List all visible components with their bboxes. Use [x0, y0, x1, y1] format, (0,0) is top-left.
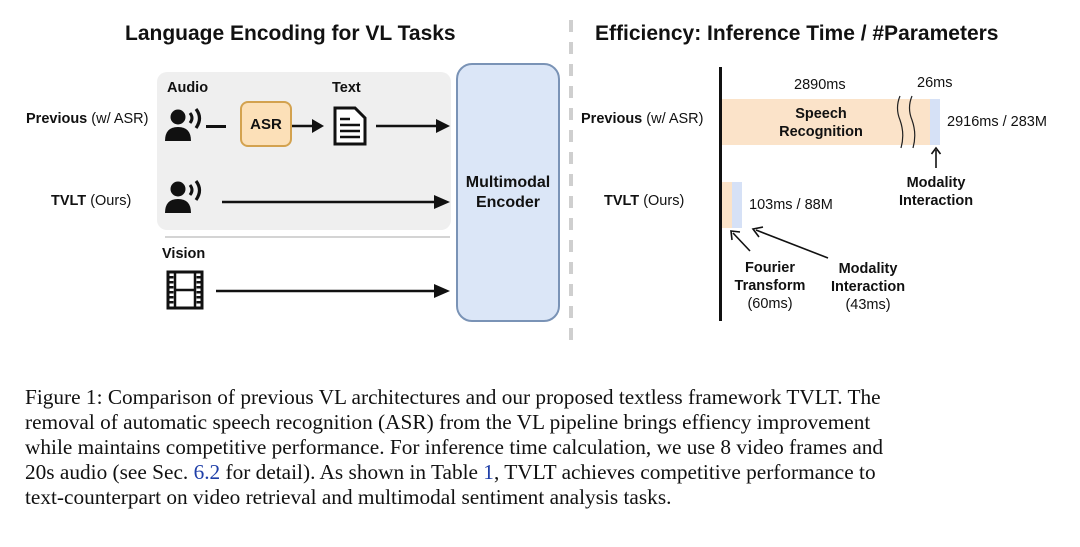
- axis-break-icon: [896, 95, 916, 149]
- interaction-time-label-previous: 26ms: [917, 75, 953, 91]
- row-label-rest: (w/ ASR): [642, 111, 704, 127]
- row-label-rest: (w/ ASR): [87, 111, 149, 127]
- asr-time-label: 2890ms: [794, 77, 846, 93]
- separator-dash: [569, 152, 573, 164]
- caption-line: Figure 1: Comparison of previous VL arch…: [25, 385, 881, 409]
- film-strip-icon: [166, 270, 204, 310]
- audio-panel-background: [157, 72, 451, 230]
- arrow-to-interaction-icon: [751, 226, 829, 259]
- arrow-up-icon: [930, 146, 942, 168]
- separator-dash: [569, 306, 573, 318]
- arrow-text-to-encoder: [376, 119, 450, 133]
- panel-divider-line: [165, 236, 450, 238]
- fourier-label-line1: Fourier: [745, 260, 795, 276]
- bar-modality-interaction-previous: [930, 99, 940, 145]
- vision-label: Vision: [162, 246, 206, 262]
- arrow-to-fourier-icon: [730, 230, 751, 252]
- separator-dash: [569, 284, 573, 296]
- interaction-label-line1: Modality: [838, 261, 898, 277]
- text-label: Text: [332, 80, 361, 96]
- speech-label-line2: Recognition: [779, 124, 863, 140]
- left-panel-title: Language Encoding for VL Tasks: [125, 22, 456, 45]
- row-label-bold: Previous: [26, 111, 88, 127]
- row-label-bold: TVLT: [604, 193, 640, 209]
- separator-dash: [569, 174, 573, 186]
- row-label-previous-right: Previous (w/ ASR): [581, 111, 703, 127]
- arrow-vision-to-encoder: [216, 284, 450, 298]
- caption-line: 20s audio (see Sec. 6.2 for detail). As …: [25, 460, 1065, 485]
- caption-text: , TVLT achieves competitive performance …: [493, 460, 876, 484]
- separator-dash: [569, 240, 573, 252]
- speaker-person-icon: [165, 180, 202, 213]
- time-axis-line: [719, 67, 722, 321]
- row-label-rest: (Ours): [86, 193, 132, 209]
- caption-text: 20s audio (see Sec.: [25, 460, 194, 484]
- previous-total-label: 2916ms / 283M: [947, 114, 1047, 130]
- separator-dash: [569, 262, 573, 274]
- right-panel-title: Efficiency: Inference Time / #Parameters: [595, 22, 999, 45]
- separator-dash: [569, 20, 573, 32]
- separator-dash: [569, 196, 573, 208]
- bar-modality-interaction-tvlt: [732, 182, 742, 228]
- separator-dash: [569, 86, 573, 98]
- fourier-label-line2: Transform: [734, 278, 806, 294]
- encoder-label-line2: Encoder: [475, 193, 540, 211]
- figure-caption: Figure 1: Comparison of previous VL arch…: [25, 385, 1065, 510]
- multimodal-encoder-box: Multimodal Encoder: [456, 63, 560, 322]
- bar-fourier-transform: [722, 182, 732, 228]
- modality-interaction-label-tvlt: Modality Interaction (43ms): [823, 260, 913, 314]
- interaction-label-line2: Interaction: [830, 279, 906, 295]
- row-label-bold: TVLT: [51, 193, 87, 209]
- audio-label: Audio: [167, 80, 209, 96]
- row-label-rest: (Ours): [639, 193, 685, 209]
- asr-box: ASR: [240, 101, 292, 147]
- tvlt-total-label: 103ms / 88M: [749, 197, 833, 213]
- bar-speech-recognition: [722, 99, 930, 145]
- interaction-label-line1: Modality: [906, 175, 966, 191]
- document-icon: [333, 106, 367, 146]
- caption-line: while maintains competitive performance.…: [25, 435, 884, 459]
- speaker-person-icon: [165, 108, 202, 141]
- separator-dash: [569, 64, 573, 76]
- separator-dash: [569, 108, 573, 120]
- interaction-label-line2: Interaction: [898, 193, 974, 209]
- speech-label-line1: Speech: [795, 106, 847, 122]
- row-label-tvlt-right: TVLT (Ours): [604, 193, 684, 209]
- row-label-tvlt: TVLT (Ours): [51, 193, 131, 209]
- separator-dash: [569, 218, 573, 230]
- section-link[interactable]: 6.2: [193, 460, 221, 484]
- connector-line: [206, 125, 226, 128]
- speech-recognition-label: Speech Recognition: [776, 105, 866, 141]
- table-link[interactable]: 1: [483, 460, 494, 484]
- separator-dash: [569, 328, 573, 340]
- modality-interaction-label-previous: Modality Interaction: [891, 174, 981, 210]
- separator-dash: [569, 130, 573, 142]
- arrow-audio-to-encoder: [222, 195, 450, 209]
- encoder-label-line1: Multimodal: [465, 173, 551, 191]
- fourier-time: (60ms): [747, 296, 793, 312]
- caption-text: for detail). As shown in Table: [220, 460, 484, 484]
- interaction-time: (43ms): [845, 297, 891, 313]
- arrow-asr-to-text: [292, 119, 324, 133]
- separator-dash: [569, 42, 573, 54]
- row-label-bold: Previous: [581, 111, 643, 127]
- caption-line: text-counterpart on video retrieval and …: [25, 485, 672, 509]
- fourier-transform-label: Fourier Transform (60ms): [727, 259, 813, 313]
- caption-line: removal of automatic speech recognition …: [25, 410, 871, 434]
- row-label-previous: Previous (w/ ASR): [26, 111, 148, 127]
